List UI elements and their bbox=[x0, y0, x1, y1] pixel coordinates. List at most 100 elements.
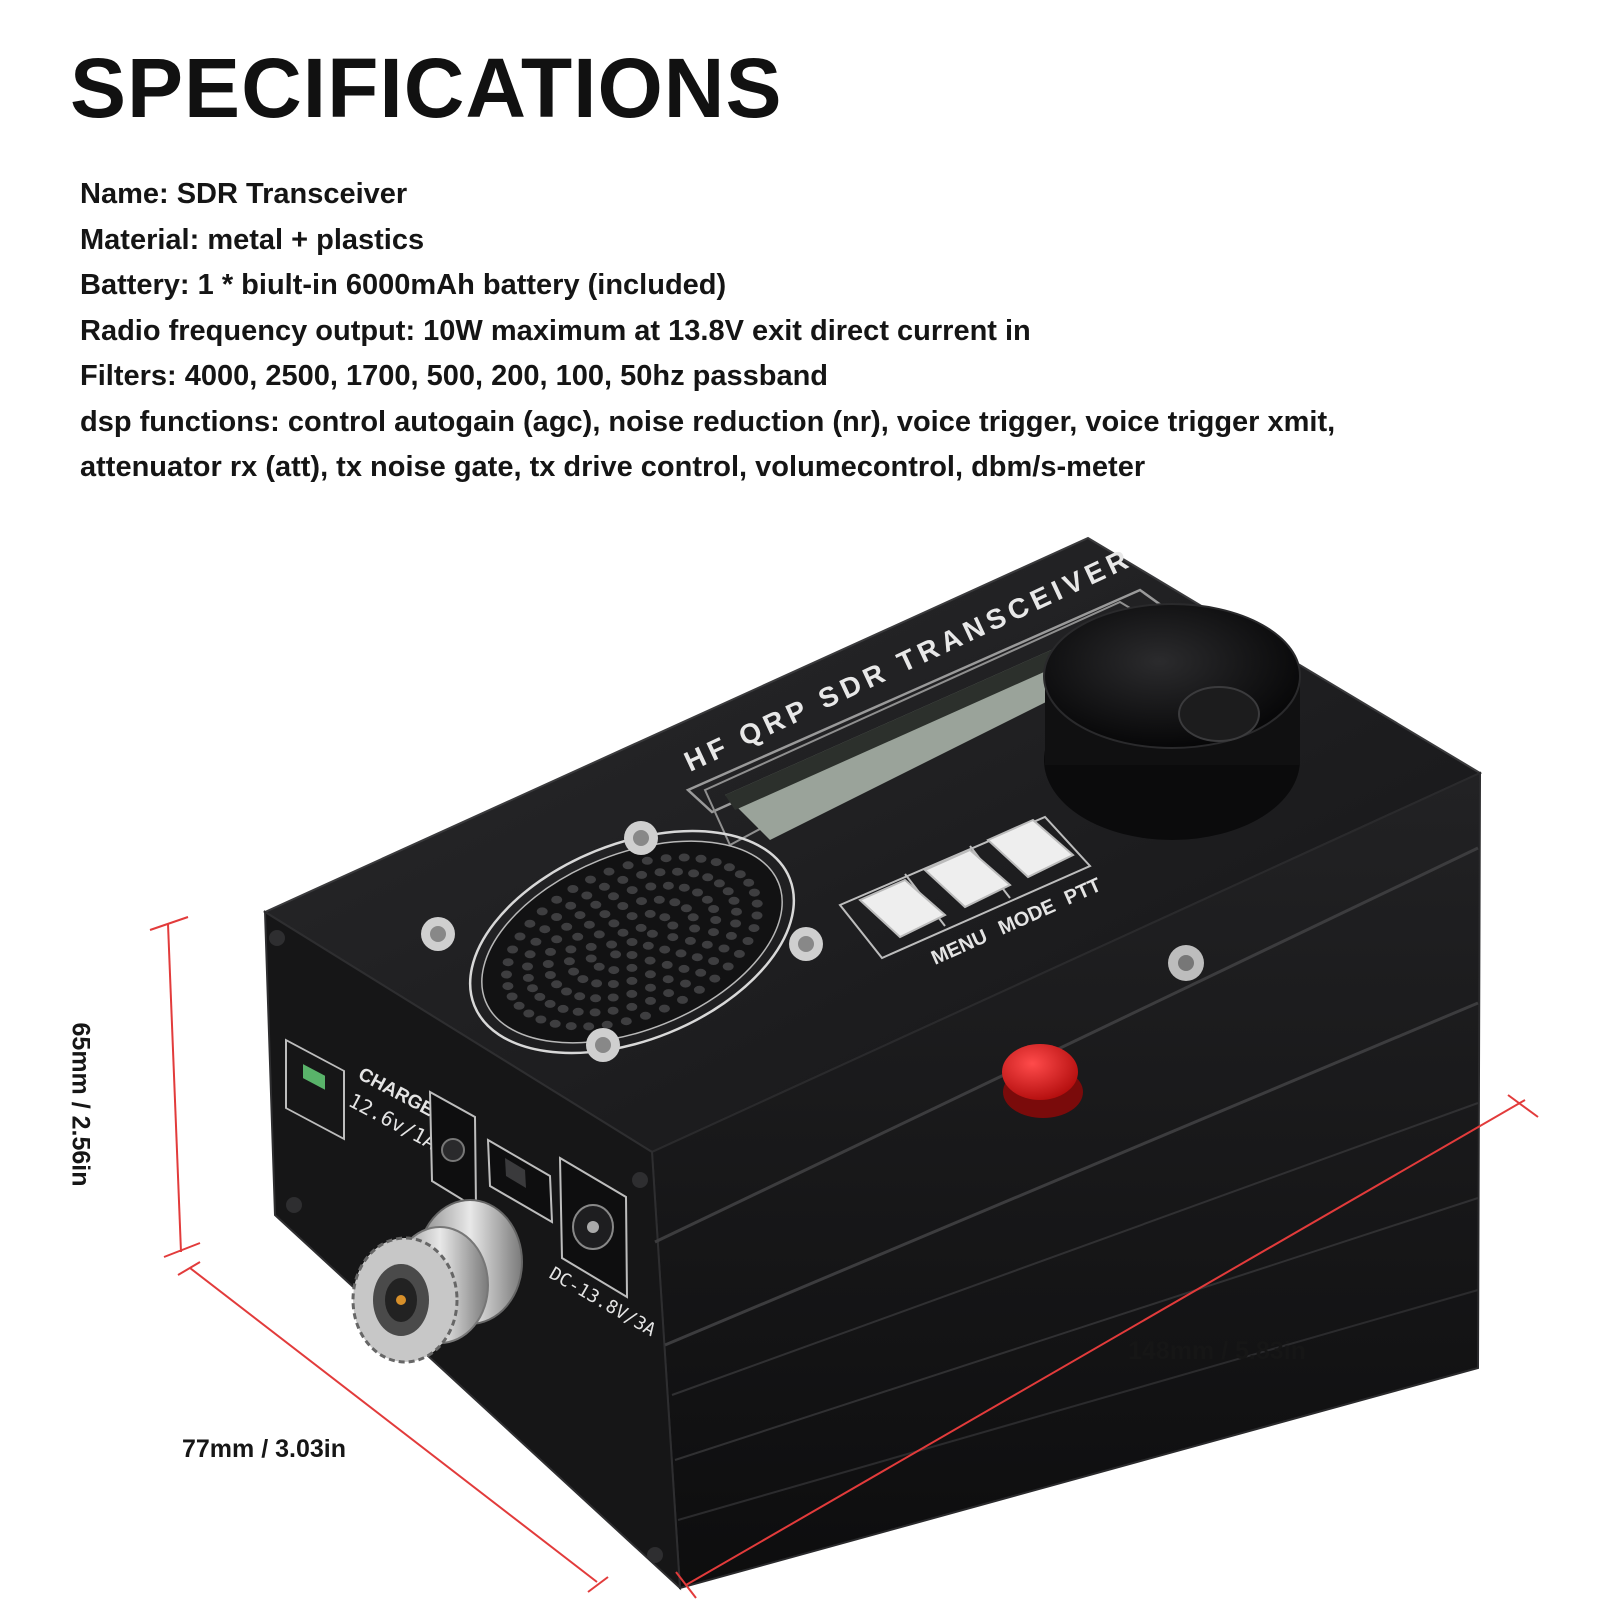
speaker-hole bbox=[506, 992, 518, 1001]
speaker-hole bbox=[734, 870, 746, 879]
speaker-hole bbox=[626, 989, 638, 998]
speaker-hole bbox=[607, 993, 619, 1002]
speaker-hole bbox=[577, 975, 589, 984]
speaker-hole bbox=[644, 956, 656, 965]
speaker-hole bbox=[544, 971, 556, 979]
spec-dsp-line-2: attenuator rx (att), tx noise gate, tx d… bbox=[80, 451, 1146, 483]
speaker-hole bbox=[653, 895, 665, 904]
speaker-hole bbox=[654, 868, 666, 877]
speaker-hole bbox=[645, 882, 657, 891]
spec-battery: Battery: 1 * biult-in 6000mAh battery (i… bbox=[80, 269, 727, 301]
spec-name: Name: SDR Transceiver bbox=[80, 178, 408, 210]
speaker-hole bbox=[636, 870, 648, 879]
speaker-hole bbox=[502, 958, 514, 967]
speaker-hole bbox=[718, 944, 730, 953]
spec-filters: Filters: 4000, 2500, 1700, 500, 200, 100… bbox=[80, 360, 829, 392]
speaker-hole bbox=[591, 979, 603, 988]
speaker-hole bbox=[687, 913, 699, 922]
charge-port[interactable] bbox=[428, 1090, 478, 1210]
speaker-hole bbox=[751, 911, 763, 920]
speaker-hole bbox=[567, 885, 579, 893]
mode-button[interactable] bbox=[923, 848, 1012, 909]
screw-icon bbox=[269, 821, 1204, 1563]
speaker-hole bbox=[701, 940, 713, 949]
speaker-hole bbox=[659, 945, 671, 954]
speaker-hole bbox=[680, 979, 691, 988]
tuning-knob[interactable] bbox=[1043, 603, 1301, 840]
speaker-hole bbox=[691, 953, 703, 962]
speaker-hole bbox=[626, 951, 638, 959]
speaker-hole bbox=[733, 949, 745, 958]
speaker-hole bbox=[742, 937, 754, 945]
speaker-hole bbox=[524, 919, 536, 928]
speaker-hole bbox=[644, 970, 656, 979]
speaker-hole bbox=[551, 913, 563, 921]
speaker-hole bbox=[660, 854, 672, 863]
speaker-hole bbox=[678, 964, 690, 973]
speaker-hole bbox=[561, 922, 573, 931]
speaker-hole bbox=[667, 933, 679, 942]
speaker-hole bbox=[709, 974, 721, 983]
speaker-hole bbox=[523, 1009, 535, 1018]
spec-list: Name: SDR Transceiver Material: metal + … bbox=[80, 172, 1560, 491]
spec-dsp-line-1: dsp functions: control autogain (agc), n… bbox=[80, 405, 1336, 438]
menu-button[interactable] bbox=[858, 878, 947, 939]
speaker-hole bbox=[626, 938, 638, 946]
speaker-hole bbox=[585, 954, 597, 963]
speaker-hole bbox=[583, 920, 595, 929]
speaker-hole bbox=[645, 983, 656, 992]
spec-rf-output: Radio frequency output: 10W maximum at 1… bbox=[80, 314, 1031, 347]
speaker-hole bbox=[626, 886, 638, 895]
ptt-button-key[interactable] bbox=[986, 818, 1075, 879]
speaker-hole bbox=[565, 901, 577, 910]
speaker-hole bbox=[748, 888, 760, 897]
speaker-hole bbox=[599, 910, 611, 919]
speaker-hole bbox=[692, 888, 703, 897]
speaker-hole bbox=[689, 924, 701, 933]
speaker-hole bbox=[536, 907, 548, 916]
speaker-hole bbox=[708, 905, 720, 913]
speaker-hole bbox=[535, 1015, 547, 1024]
speaker-hole bbox=[551, 895, 563, 904]
speaker-hole bbox=[641, 856, 653, 865]
speaker-hole bbox=[678, 883, 690, 892]
power-switch[interactable] bbox=[486, 1138, 554, 1224]
speaker-hole bbox=[514, 932, 526, 941]
speaker-hole bbox=[626, 912, 638, 921]
speaker-hole bbox=[502, 982, 514, 991]
speaker-hole bbox=[565, 945, 577, 954]
speaker-hole bbox=[545, 947, 556, 956]
speaker-hole bbox=[617, 928, 629, 937]
speaker-hole bbox=[557, 1004, 569, 1013]
speaker-hole bbox=[684, 936, 696, 945]
speaker-hole bbox=[551, 935, 563, 944]
speaker-hole bbox=[568, 967, 580, 976]
red-ptt-button[interactable] bbox=[1002, 1044, 1083, 1118]
speaker-hole bbox=[530, 937, 542, 946]
speaker-hole bbox=[583, 1022, 595, 1031]
speaker-hole bbox=[549, 1019, 561, 1028]
speaker-hole bbox=[598, 882, 610, 891]
dimension-lines bbox=[149, 916, 1539, 1599]
speaker-hole bbox=[626, 1002, 638, 1011]
speaker-hole bbox=[663, 989, 675, 998]
speaker-hole bbox=[585, 942, 597, 951]
speaker-hole bbox=[672, 867, 683, 876]
speaker-hole bbox=[678, 853, 690, 862]
speaker-hole bbox=[561, 987, 572, 996]
speaker-hole bbox=[710, 916, 722, 924]
speaker-hole bbox=[601, 1020, 613, 1029]
speaker-hole bbox=[645, 996, 656, 1005]
speaker-hole bbox=[622, 861, 634, 870]
speaker-hole bbox=[659, 913, 671, 922]
dc-input-port[interactable] bbox=[558, 1156, 629, 1299]
speaker-hole bbox=[688, 869, 700, 878]
speaker-hole bbox=[551, 980, 563, 989]
antenna-connector[interactable] bbox=[351, 1199, 523, 1364]
speaker-hole bbox=[661, 960, 673, 969]
length-dimension: 148mm / 5.83in bbox=[1128, 1337, 1306, 1365]
speaker-hole bbox=[713, 879, 725, 888]
speaker-hole bbox=[589, 1008, 601, 1017]
speaker-hole bbox=[731, 907, 742, 916]
